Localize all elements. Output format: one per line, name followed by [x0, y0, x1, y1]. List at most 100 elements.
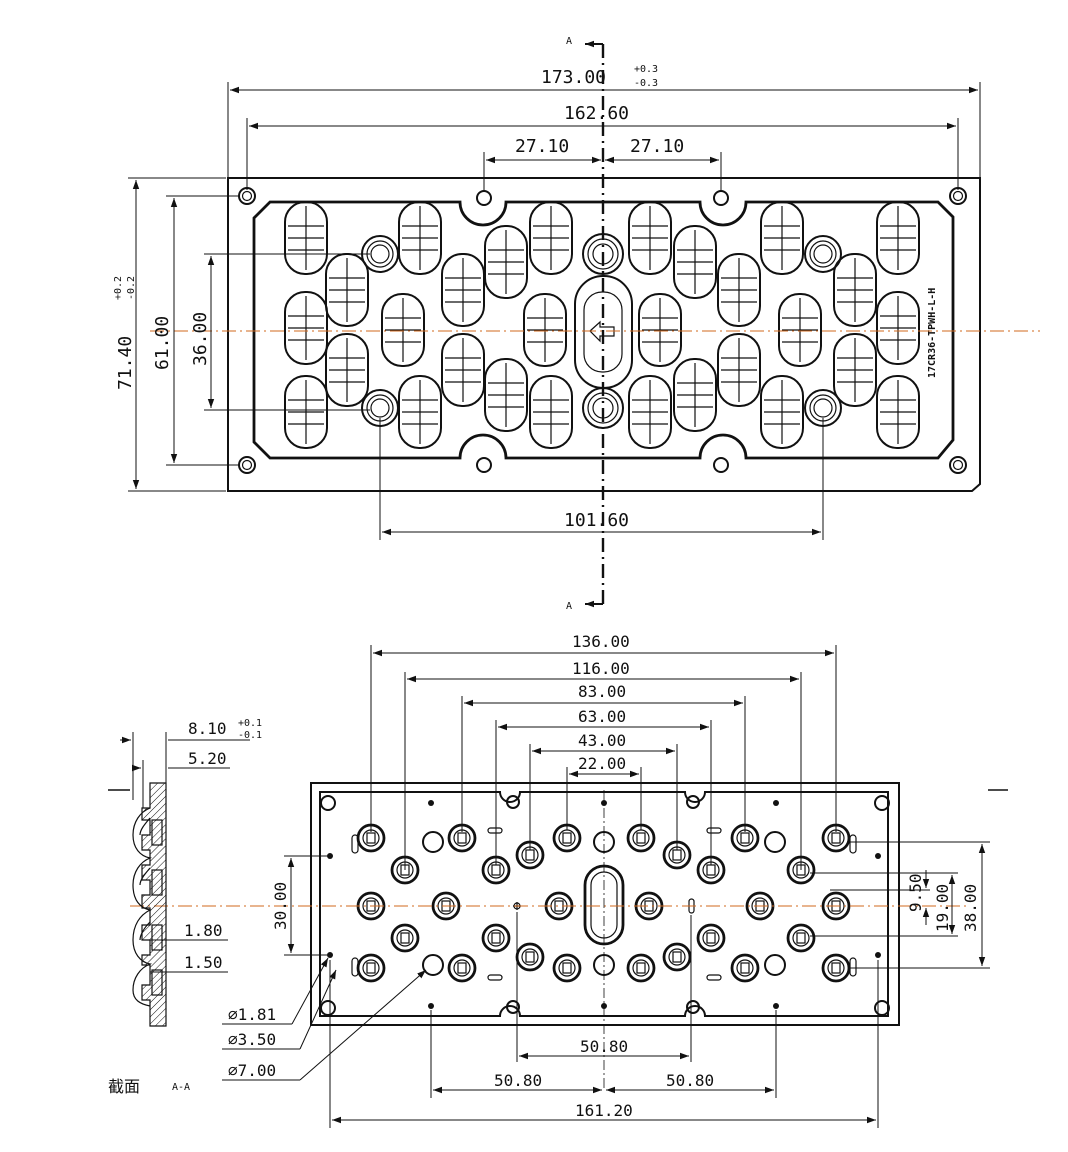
lens-cell	[284, 201, 328, 275]
dim-overall-height-tol-upper: +0.2	[113, 276, 124, 300]
section-caption: 截面	[108, 1077, 140, 1096]
led-socket-inner	[668, 948, 686, 966]
led-pad	[636, 962, 646, 974]
led-pad	[672, 951, 682, 963]
led-pad	[672, 849, 682, 861]
lens-grid	[284, 201, 920, 449]
bottom-left-dimensions: 30.00	[271, 855, 327, 956]
dim-5-20: 5.20	[188, 749, 227, 768]
dim-50-80-left: 50.80	[494, 1071, 542, 1090]
lens-cell	[628, 375, 672, 449]
lens-cell	[638, 293, 682, 367]
led-socket	[730, 953, 760, 983]
lens-cell	[673, 358, 717, 432]
bottom-view: 136.00 116.00 83.00 63.00 43.00 22.00	[108, 632, 1008, 1128]
lens-cell	[760, 375, 804, 449]
led-pad	[740, 832, 750, 844]
led-socket	[821, 953, 851, 983]
led-pad	[706, 932, 716, 944]
bottom-right-dimensions: 38.00 19.00 9.50	[810, 841, 990, 969]
led-pad	[457, 962, 467, 974]
lens-cell	[833, 253, 877, 327]
dim-22: 22.00	[578, 754, 626, 773]
dim-161-20: 161.20	[575, 1101, 633, 1120]
lens-cell	[484, 225, 528, 299]
diameter-callouts: ∅1.81 ∅3.50 ∅7.00	[222, 957, 427, 1081]
led-socket	[390, 923, 420, 953]
led-socket	[626, 953, 656, 983]
lens-cell	[523, 293, 567, 367]
led-socket-inner	[521, 948, 539, 966]
led-socket	[821, 891, 851, 921]
led-pad	[562, 832, 572, 844]
bottom-lower-dimensions: 50.80 50.80 50.80 161.20	[329, 912, 879, 1128]
dim-overall-height: 71.40	[115, 336, 136, 390]
plate-outline	[227, 177, 981, 492]
dim-hole-height: 61.00	[152, 316, 173, 370]
lens-cell	[484, 358, 528, 432]
dim-right-offset: 27.10	[630, 136, 684, 157]
led-socket-inner	[487, 929, 505, 947]
led-pad	[796, 932, 806, 944]
lens-cell	[717, 253, 761, 327]
led-socket-inner	[362, 959, 380, 977]
lens-cell	[398, 375, 442, 449]
dim-overall-width-tol-upper: +0.3	[634, 64, 658, 75]
dim-1-80: 1.80	[184, 921, 223, 940]
dim-116: 116.00	[572, 659, 630, 678]
led-socket	[662, 942, 692, 972]
led-socket	[515, 942, 545, 972]
dim-43: 43.00	[578, 731, 626, 750]
section-marker-top: A	[566, 36, 572, 47]
led-socket	[356, 953, 386, 983]
dim-50-80-right: 50.80	[666, 1071, 714, 1090]
led-pad	[400, 932, 410, 944]
led-socket-inner	[396, 929, 414, 947]
dim-50-80-center: 50.80	[580, 1037, 628, 1056]
dim-38: 38.00	[961, 884, 980, 932]
dim-boss-height: 36.00	[190, 312, 211, 366]
lens-cell	[778, 293, 822, 367]
dim-19: 19.00	[933, 884, 952, 932]
dia-7-00: ∅7.00	[228, 1061, 276, 1080]
led-pad	[366, 962, 376, 974]
top-vertical-dimensions: 71.40 +0.2 -0.2 61.00 36.00	[113, 177, 370, 492]
led-pad	[525, 951, 535, 963]
bottom-inner-outline	[319, 791, 889, 1017]
lens-cell	[876, 291, 920, 365]
lens-cell	[284, 375, 328, 449]
cavity-outline	[252, 200, 955, 460]
led-socket-inner	[736, 959, 754, 977]
led-socket-inner	[632, 959, 650, 977]
lens-cell	[529, 201, 573, 275]
dim-thickness-tol-upper: +0.1	[238, 718, 262, 729]
part-number: 17CR36-TPWH-L-H	[927, 288, 938, 378]
lens-cell	[760, 201, 804, 275]
dim-83: 83.00	[578, 682, 626, 701]
lens-cell	[398, 201, 442, 275]
led-socket	[447, 953, 477, 983]
lens-cell	[876, 201, 920, 275]
dim-boss-span: 101.60	[564, 510, 629, 531]
bottom-plate-outline	[310, 782, 900, 1026]
led-pad	[831, 962, 841, 974]
led-socket-inner	[827, 959, 845, 977]
dim-thickness: 8.10	[188, 719, 227, 738]
led-pad	[491, 864, 501, 876]
led-socket	[431, 891, 461, 921]
top-view: 17CR36-TPWH-L-H A A 173.00 +0.3 -0.3 162…	[113, 36, 1040, 612]
lens-cell	[284, 291, 328, 365]
dim-overall-height-tol-lower: -0.2	[126, 276, 137, 300]
lens-cell	[381, 293, 425, 367]
led-socket-inner	[558, 959, 576, 977]
section-marker-bottom: A	[566, 601, 572, 612]
dim-overall-width-tol-lower: -0.3	[634, 78, 658, 89]
led-socket-inner	[453, 959, 471, 977]
led-pad	[706, 864, 716, 876]
lens-cell	[441, 253, 485, 327]
led-sockets	[356, 823, 851, 983]
led-socket-inner	[702, 929, 720, 947]
lens-cell	[717, 333, 761, 407]
lens-cell	[673, 225, 717, 299]
